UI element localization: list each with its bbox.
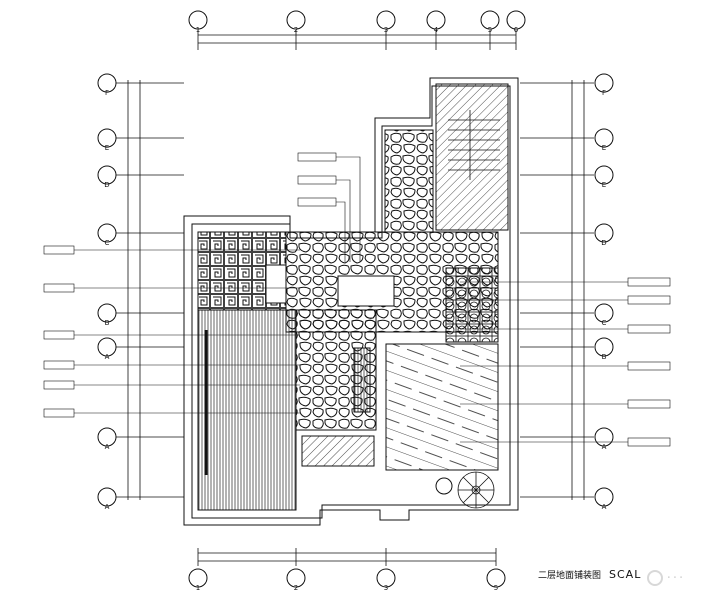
drawing-title: 二层地面铺装图 xyxy=(538,570,602,581)
svg-text:3: 3 xyxy=(384,26,388,34)
checker-tile-room xyxy=(445,267,499,343)
svg-text:A: A xyxy=(602,503,607,511)
svg-text:C: C xyxy=(105,239,110,247)
svg-text:A: A xyxy=(105,443,110,451)
hatched-slab xyxy=(301,435,375,467)
svg-text:C: C xyxy=(602,319,607,327)
grid-bubble-left: A xyxy=(97,487,117,511)
grid-bubble-left: C xyxy=(97,223,117,247)
logo-mark-icon xyxy=(646,570,663,586)
grid-bubble-top: 5 xyxy=(480,10,500,34)
svg-text:F: F xyxy=(105,89,109,97)
grid-bubble-left: D xyxy=(97,165,117,189)
grid-bubble-top: 4 xyxy=(426,10,446,34)
wood-floor-room xyxy=(385,343,499,471)
svg-text:6: 6 xyxy=(514,26,519,34)
grid-bubble-bottom: 3 xyxy=(376,568,396,592)
grid-bubble-left: A xyxy=(97,337,117,361)
svg-text:1: 1 xyxy=(196,584,200,592)
grid-bubble-right: A xyxy=(594,487,614,511)
svg-text:A: A xyxy=(105,503,110,511)
bench xyxy=(353,347,371,413)
grid-bubble-top: 2 xyxy=(286,10,306,34)
stair-treads xyxy=(448,110,500,180)
svg-text:F: F xyxy=(602,89,606,97)
grid-bubble-right: E xyxy=(594,165,614,189)
spiral-stair xyxy=(457,471,495,509)
grid-bubble-top: 1 xyxy=(188,10,208,34)
svg-text:E: E xyxy=(602,181,606,189)
svg-text:D: D xyxy=(104,181,109,189)
dimension-lines xyxy=(116,30,594,566)
grid-bubble-bottom: 5 xyxy=(486,568,506,592)
drawing-scale: SCAL xyxy=(609,567,642,581)
watermark: ··· xyxy=(616,566,716,590)
svg-text:B: B xyxy=(602,353,607,361)
grid-bubble-left: B xyxy=(97,303,117,327)
grid-bubble-top: 6 xyxy=(506,10,526,34)
svg-text:5: 5 xyxy=(488,26,492,34)
svg-text:D: D xyxy=(601,239,606,247)
svg-text:2: 2 xyxy=(294,584,298,592)
staircase xyxy=(435,83,509,231)
svg-text:3: 3 xyxy=(384,584,388,592)
svg-text:5: 5 xyxy=(494,584,498,592)
grid-bubble-left: F xyxy=(97,73,117,97)
svg-text:1: 1 xyxy=(196,26,200,34)
grid-bubble-top: 3 xyxy=(376,10,396,34)
callout-labels xyxy=(43,152,671,447)
grid-bubble-right: A xyxy=(594,427,614,451)
grid-bubble-left: A xyxy=(97,427,117,451)
drawing-title-block: 二层地面铺装图 SCAL xyxy=(538,566,641,582)
center-plaque xyxy=(337,275,395,307)
wood-deck-area xyxy=(197,309,297,511)
plant-icon xyxy=(435,477,453,495)
grid-bubble-right: B xyxy=(594,337,614,361)
grid-bubble-right: D xyxy=(594,223,614,247)
grid-bubble-bottom: 2 xyxy=(286,568,306,592)
stone-paving-north xyxy=(384,129,434,233)
svg-text:B: B xyxy=(105,319,110,327)
grid-bubble-right: F xyxy=(594,73,614,97)
grid-bubble-right: C xyxy=(594,303,614,327)
svg-text:A: A xyxy=(105,353,110,361)
planter-box xyxy=(265,264,287,304)
svg-text:E: E xyxy=(105,144,109,152)
svg-text:A: A xyxy=(602,443,607,451)
grid-bubble-bottom: 1 xyxy=(188,568,208,592)
svg-text:4: 4 xyxy=(434,26,439,34)
grid-bubble-right: E xyxy=(594,128,614,152)
watermark-text: ··· xyxy=(666,570,686,586)
svg-text:2: 2 xyxy=(294,26,298,34)
svg-text:E: E xyxy=(602,144,606,152)
grid-bubble-left: E xyxy=(97,128,117,152)
